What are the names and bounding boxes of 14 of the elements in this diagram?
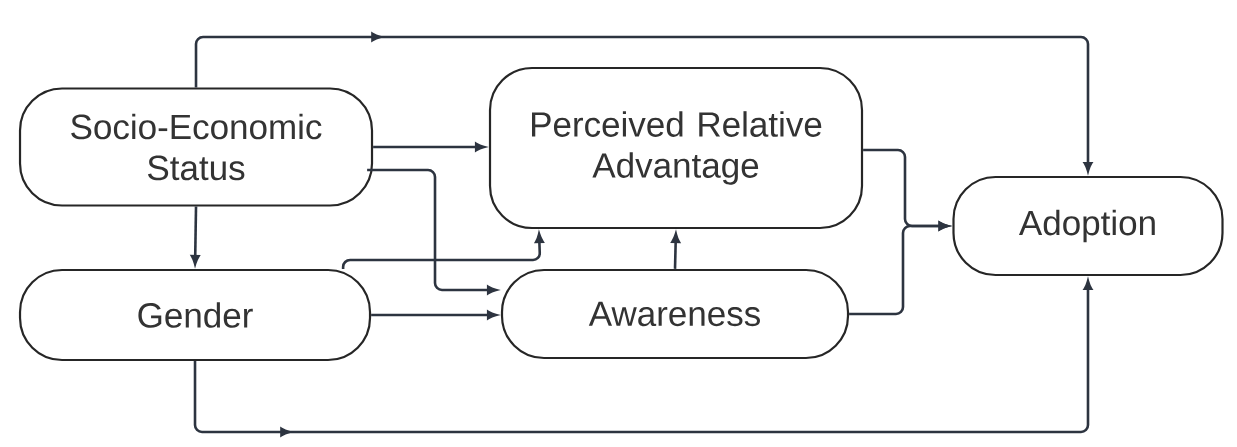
rounded-box: Awareness	[500, 268, 850, 360]
arrow	[371, 310, 498, 320]
arrow	[373, 142, 486, 152]
arrow	[671, 232, 681, 269]
arrow	[193, 279, 1093, 437]
arrow	[367, 168, 498, 295]
arrow	[849, 221, 949, 316]
rounded-box: Gender	[18, 268, 372, 362]
arrow	[194, 32, 1093, 173]
arrow	[190, 206, 200, 266]
rounded-box: Adoption	[952, 175, 1224, 277]
arrow	[341, 232, 544, 269]
rounded-box: Socio-Economic Status	[18, 87, 374, 207]
rounded-box: Perceived Relative Advantage	[488, 66, 864, 230]
